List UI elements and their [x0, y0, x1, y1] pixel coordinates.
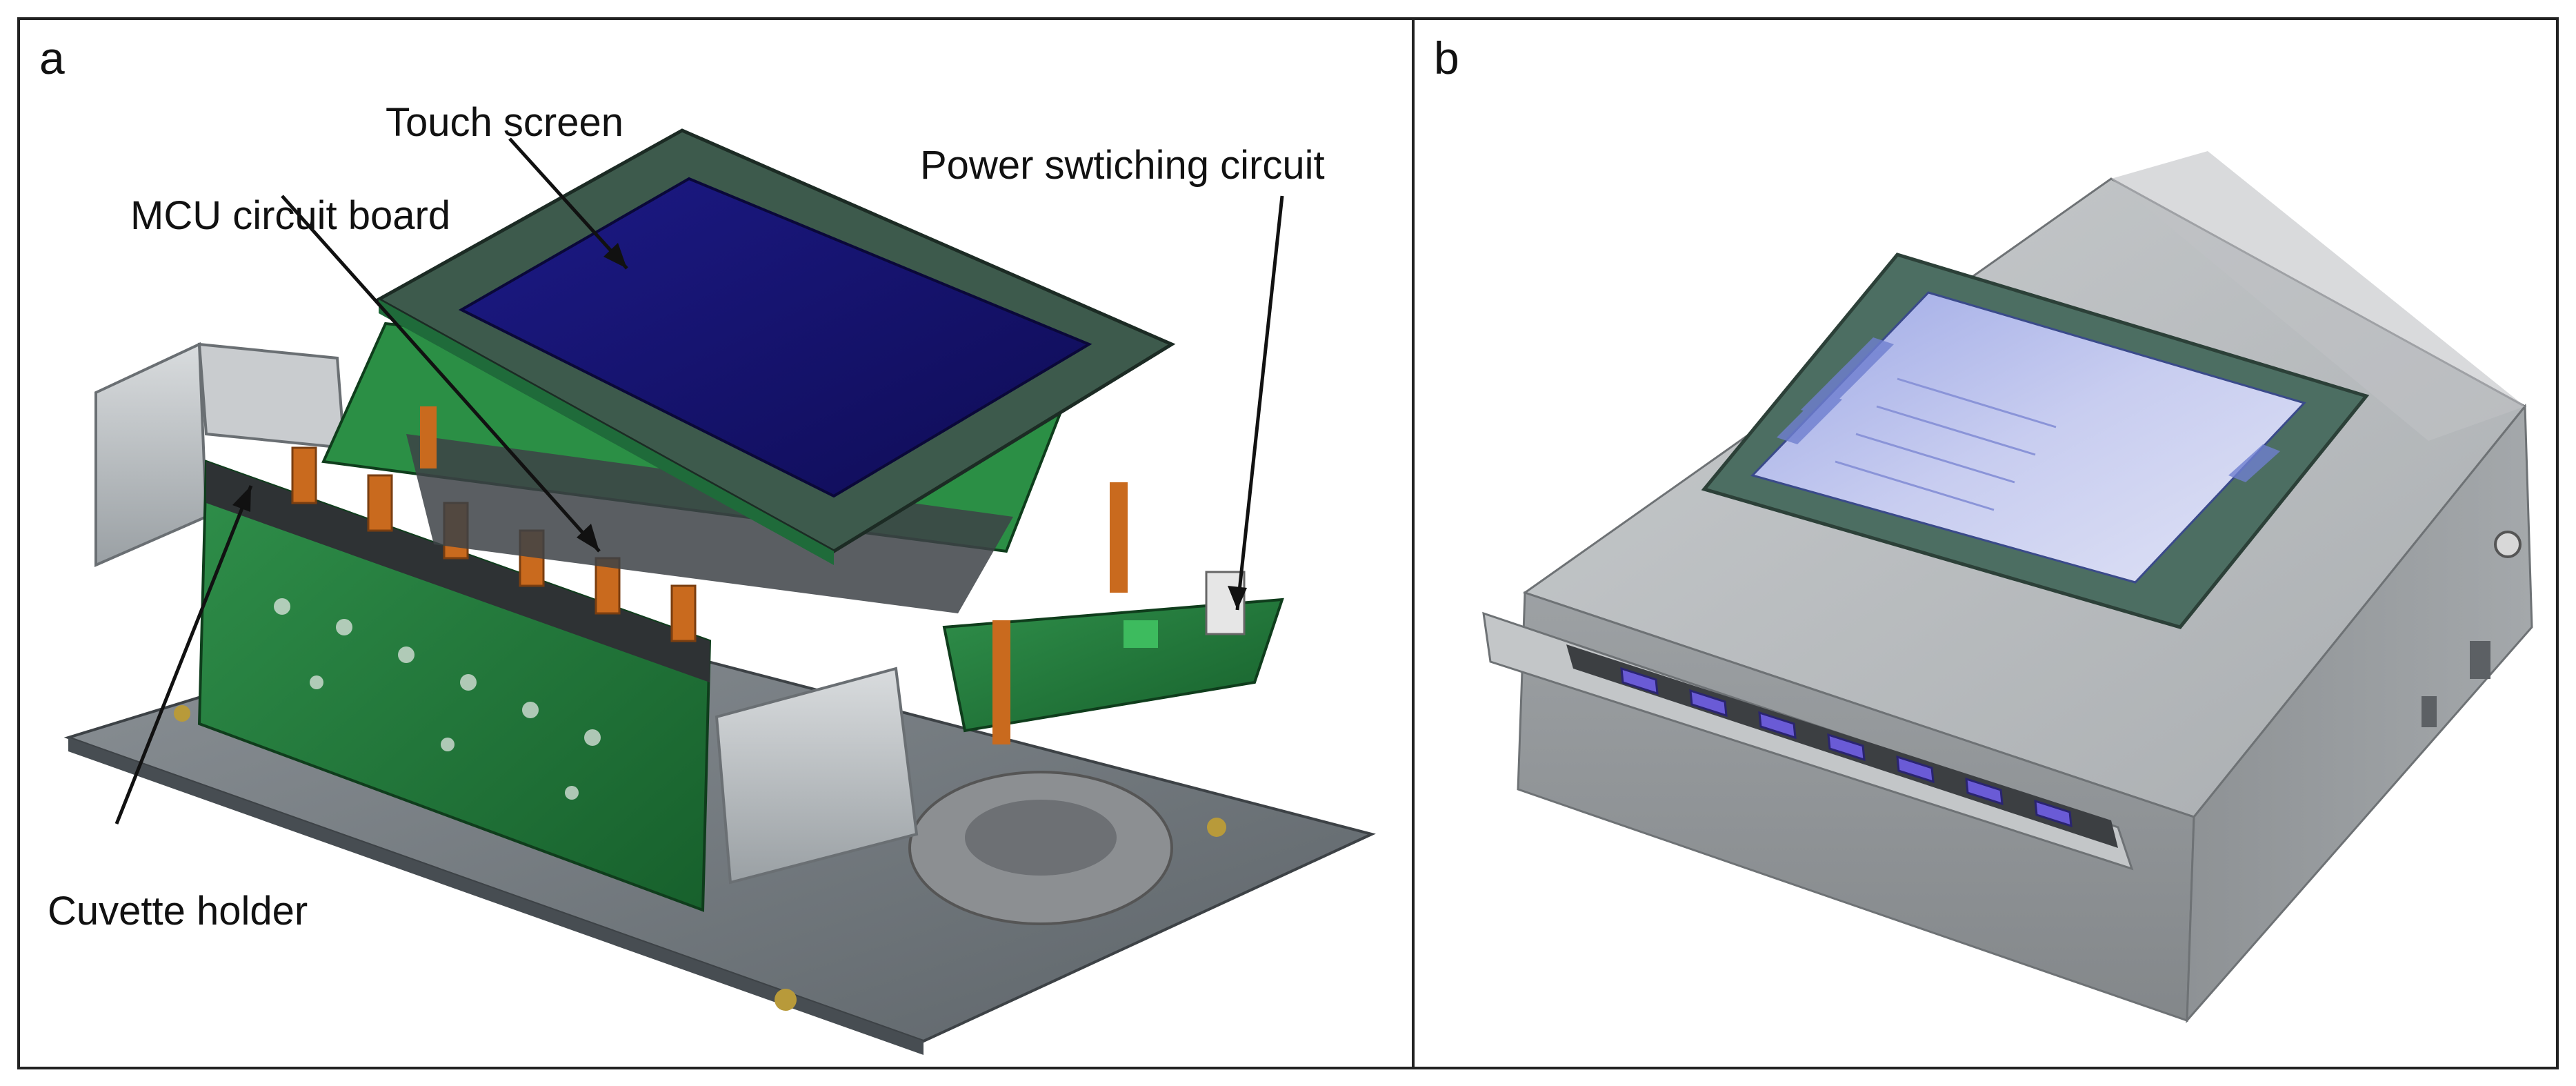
callout-mcu-board: MCU circuit board	[130, 193, 451, 238]
base-screw	[174, 705, 190, 722]
standoff	[992, 620, 1010, 744]
side-port	[2494, 531, 2522, 558]
callout-leaders	[114, 137, 1284, 825]
base-screw	[1207, 818, 1226, 837]
housing-rear-slope	[2111, 151, 2525, 441]
base-screw	[775, 989, 797, 1011]
transformer-core	[965, 800, 1117, 876]
cuvette-holder-rail	[206, 462, 710, 682]
side-port	[2470, 641, 2490, 679]
display-ui-lines	[1835, 377, 2057, 511]
leader-cuvette-holder	[114, 485, 253, 825]
callout-cuvette-holder: Cuvette holder	[48, 889, 308, 934]
panel-letter-a: a	[39, 32, 65, 83]
panel-a: a Touch screen MCU circuit board Power s…	[17, 17, 1415, 1069]
right-metal-block	[715, 667, 919, 885]
arrowhead-touch-screen	[603, 243, 627, 268]
left-bracket	[94, 342, 208, 568]
housing-side	[2186, 403, 2533, 1024]
callout-power-circuit: Power swtiching circuit	[920, 143, 1325, 188]
left-bracket-fin	[197, 342, 346, 450]
base-plate-edge	[68, 738, 923, 1055]
panel-letter-b: b	[1434, 32, 1459, 83]
side-port	[2422, 696, 2437, 727]
panel-b: b	[1412, 17, 2559, 1069]
cuvette-wells	[1620, 667, 2073, 828]
arrowhead-mcu-board	[577, 524, 599, 551]
power-board-component	[1124, 620, 1158, 648]
mcu-standoff	[420, 406, 437, 468]
exploded-device-illustration	[63, 128, 1376, 1055]
leader-power-circuit	[1235, 195, 1284, 611]
assembled-device-illustration	[1482, 151, 2533, 1024]
display-ui-elements	[1777, 337, 2280, 482]
callout-arrowheads	[232, 243, 1247, 610]
mcu-board-shadow	[406, 434, 1013, 613]
arrowhead-power-circuit	[1228, 586, 1247, 610]
callout-touch-screen: Touch screen	[386, 100, 623, 145]
pcb-components	[274, 598, 601, 800]
arrowhead-cuvette-holder	[232, 486, 251, 512]
touch-screen-edge	[379, 299, 834, 565]
leader-touch-screen	[508, 137, 628, 270]
leader-mcu-board	[281, 195, 601, 553]
power-board	[942, 598, 1284, 733]
standoff	[1110, 482, 1128, 593]
